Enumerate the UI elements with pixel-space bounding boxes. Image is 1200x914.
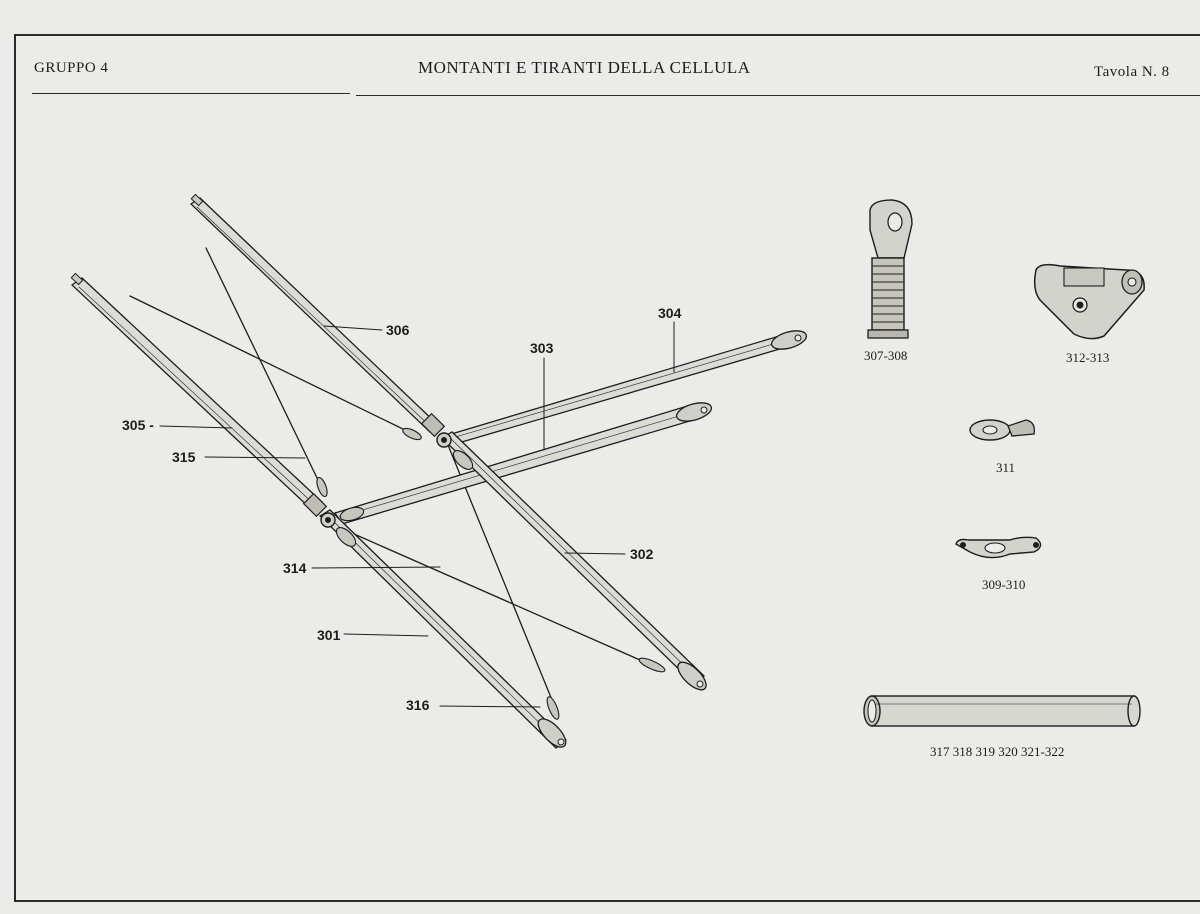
- strut-304-end: [770, 330, 808, 350]
- strut-301-end: [537, 718, 567, 748]
- callout-315: 315: [172, 449, 196, 465]
- part-label-309-310: 309-310: [982, 577, 1026, 592]
- strut-305-tip: [70, 272, 84, 286]
- callout-303: 303: [530, 340, 554, 356]
- upper-joint: [402, 412, 474, 470]
- strut-302-shade: [446, 434, 700, 681]
- fork-bolt-307-308: [867, 199, 913, 339]
- wire-316-turnbuckle: [546, 696, 560, 720]
- callout-301: 301: [317, 627, 341, 643]
- strut-302: [440, 431, 705, 685]
- callout-306: 306: [386, 322, 410, 338]
- part-label-312-313: 312-313: [1066, 350, 1110, 365]
- strut-301-shade: [324, 512, 562, 745]
- table-number: Tavola N. 8: [1094, 64, 1170, 80]
- strut-301: [318, 509, 567, 749]
- header-rule-right: [356, 95, 1200, 96]
- eye-plate-311: [969, 419, 1035, 441]
- callout-304: 304: [658, 305, 682, 321]
- header-rule-left: [32, 93, 350, 94]
- strut-306-shade: [196, 206, 433, 429]
- group-label: GRUPPO 4: [34, 60, 109, 76]
- wire-314: [129, 295, 406, 431]
- strut-302-end: [677, 661, 707, 691]
- part-label-311: 311: [996, 460, 1016, 475]
- part-label-317-322: 317 318 319 320 321-322: [930, 744, 1065, 759]
- strut-303-shade: [338, 410, 697, 518]
- strut-306-tip: [190, 193, 204, 207]
- part-label-307-308: 307-308: [864, 348, 908, 363]
- strut-306: [189, 197, 439, 433]
- frame-top: [14, 34, 1200, 36]
- plate-title: MONTANTI E TIRANTI DELLA CELLULA: [418, 58, 751, 77]
- frame-left: [14, 34, 16, 902]
- wire-315: [205, 247, 319, 481]
- clevis-bracket-312-313: [1033, 263, 1145, 340]
- callout-314: 314: [283, 560, 307, 576]
- lower-joint: [302, 476, 365, 547]
- frame-bottom: [14, 900, 1200, 902]
- strut-303-end: [675, 402, 713, 422]
- wire-314-lower: [344, 529, 641, 661]
- tube-317-322: [863, 695, 1141, 727]
- strap-fitting-309-310: [955, 536, 1042, 559]
- strut-304-shade: [451, 339, 788, 439]
- strut-305-shade: [78, 286, 317, 507]
- strut-305: [70, 277, 323, 511]
- callout-305: 305 -: [122, 417, 154, 433]
- wire-314-turnbuckle: [638, 657, 666, 673]
- callout-302: 302: [630, 546, 654, 562]
- callout-316: 316: [406, 697, 430, 713]
